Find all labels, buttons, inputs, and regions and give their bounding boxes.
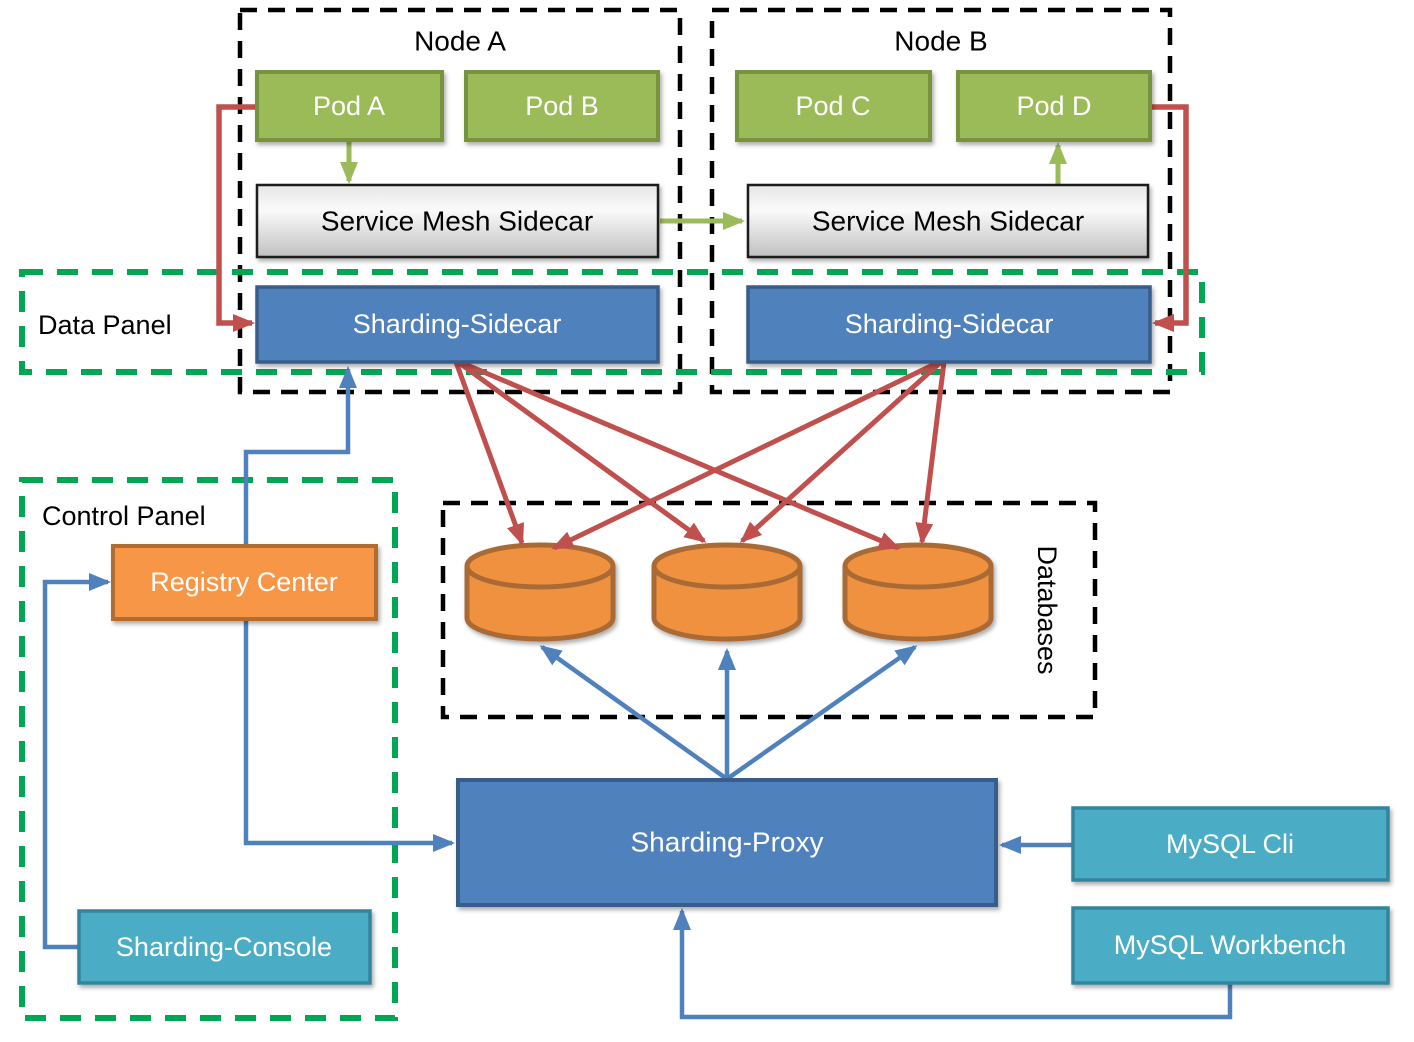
sharding-sidecar-a-box: Sharding-Sidecar bbox=[255, 285, 660, 364]
arrow-sidecar-b-to-db1 bbox=[551, 359, 941, 551]
pod-d-label: Pod D bbox=[1016, 91, 1091, 121]
arrow-sidecar-a-to-db2 bbox=[456, 359, 707, 544]
sharding-sidecar-b-box: Sharding-Sidecar bbox=[746, 285, 1152, 364]
mysql-workbench-box: MySQL Workbench bbox=[1071, 906, 1390, 985]
control-panel bbox=[19, 477, 398, 1021]
databases-panel bbox=[440, 500, 1098, 720]
sharding-sidecar-b-label: Sharding-Sidecar bbox=[845, 309, 1054, 339]
database-cylinder bbox=[464, 542, 616, 642]
registry-center-box: Registry Center bbox=[111, 544, 378, 621]
pod-d-box: Pod D bbox=[956, 70, 1152, 142]
mysql-workbench-label: MySQL Workbench bbox=[1114, 930, 1347, 960]
sharding-console-label: Sharding-Console bbox=[116, 932, 332, 962]
service-mesh-sidecar-a-box: Service Mesh Sidecar bbox=[255, 183, 660, 259]
arrow-proxy-to-db3 bbox=[725, 645, 918, 781]
service-mesh-sidecar-a-label: Service Mesh Sidecar bbox=[321, 206, 593, 237]
sharding-sidecar-a-label: Sharding-Sidecar bbox=[353, 309, 562, 339]
arrow-sidecar-b-to-db3 bbox=[915, 361, 947, 545]
database-cylinder bbox=[842, 542, 994, 642]
arrow-sidecar-a-to-db1 bbox=[453, 361, 525, 546]
sharding-proxy-box: Sharding-Proxy bbox=[456, 778, 998, 907]
mysql-cli-label: MySQL Cli bbox=[1166, 829, 1294, 859]
pod-a-box: Pod A bbox=[255, 70, 444, 142]
registry-center-label: Registry Center bbox=[150, 567, 338, 597]
arrow-pod-a-to-sidecar-a bbox=[216, 104, 257, 332]
service-mesh-sidecar-b-label: Service Mesh Sidecar bbox=[812, 206, 1084, 237]
arrow-sidecar-b-to-db2 bbox=[739, 360, 943, 544]
node-a-title: Node A bbox=[414, 26, 506, 57]
arrow-registry-to-sidecar-a bbox=[243, 366, 357, 545]
pod-c-label: Pod C bbox=[795, 91, 870, 121]
arrow-registry-to-proxy bbox=[243, 619, 455, 852]
node-a-panel bbox=[237, 7, 683, 395]
node-b-title: Node B bbox=[894, 26, 987, 57]
arrow-proxy-to-db1 bbox=[539, 645, 729, 781]
sharding-console-box: Sharding-Console bbox=[77, 909, 372, 985]
sharding-proxy-label: Sharding-Proxy bbox=[631, 827, 824, 858]
data-panel-title: Data Panel bbox=[38, 310, 172, 340]
pod-a-label: Pod A bbox=[313, 91, 385, 121]
arrow-mysql-workbench-to-proxy bbox=[673, 908, 1233, 1020]
arrow-pod-d-to-sidecar-b bbox=[1150, 104, 1189, 332]
arrow-sidecar-a-to-db3 bbox=[459, 359, 901, 551]
service-mesh-sidecar-b-box: Service Mesh Sidecar bbox=[746, 183, 1150, 259]
arrow-console-to-registry bbox=[42, 573, 111, 950]
data-panel bbox=[19, 269, 1205, 375]
pod-b-label: Pod B bbox=[525, 91, 599, 121]
databases-title: Databases bbox=[1032, 545, 1062, 674]
pod-b-box: Pod B bbox=[464, 70, 660, 142]
database-cylinder bbox=[651, 542, 803, 642]
mysql-cli-box: MySQL Cli bbox=[1071, 806, 1390, 882]
pod-c-box: Pod C bbox=[735, 70, 932, 142]
control-panel-title: Control Panel bbox=[42, 501, 206, 531]
